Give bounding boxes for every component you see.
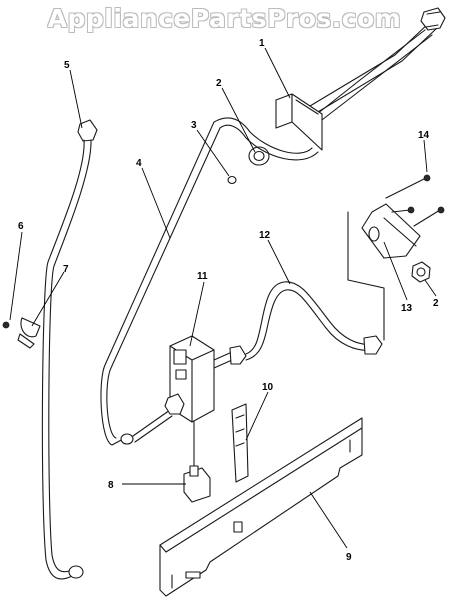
- part-2-nut-lower: [411, 261, 431, 283]
- callout-2-upper: 2: [216, 78, 222, 89]
- callout-6: 6: [18, 221, 24, 232]
- callout-13: 13: [401, 303, 413, 314]
- callout-3: 3: [191, 120, 197, 131]
- callout-10: 10: [262, 382, 274, 393]
- part-13-bracket: [347, 203, 421, 341]
- watermark: AppliancePartsPros.com: [47, 4, 402, 33]
- callout-labels: 1 2 3 4 5 6 7 8 9 10 11 12 13 2 14: [18, 38, 439, 563]
- part-6-screw: [2, 321, 10, 329]
- part-2-nut-upper: [248, 146, 270, 166]
- part-10-bracket: [231, 403, 249, 483]
- callout-14: 14: [418, 130, 430, 141]
- callout-7: 7: [63, 264, 69, 275]
- callout-11: 11: [197, 271, 208, 282]
- part-3-screw: [227, 175, 237, 185]
- part-7-clip: [17, 317, 41, 349]
- part-14-screws: [385, 174, 445, 227]
- part-11-valve: [164, 335, 247, 423]
- part-1-bracket: [275, 93, 323, 151]
- callout-8: 8: [108, 480, 114, 491]
- part-8-switch: [183, 421, 211, 503]
- callout-12: 12: [259, 230, 271, 241]
- leader-lines: [9, 47, 437, 549]
- callout-5: 5: [64, 60, 70, 71]
- callout-4: 4: [136, 158, 142, 169]
- part-5-tube: [41, 119, 98, 580]
- callout-9: 9: [346, 552, 352, 563]
- part-12-tube: [245, 281, 383, 361]
- callout-2-lower: 2: [433, 298, 439, 309]
- part-4-tube: [100, 117, 319, 446]
- part-1-supply-tube: [299, 7, 446, 124]
- part-9-bracket-plate: [159, 417, 363, 597]
- callout-1: 1: [259, 38, 265, 49]
